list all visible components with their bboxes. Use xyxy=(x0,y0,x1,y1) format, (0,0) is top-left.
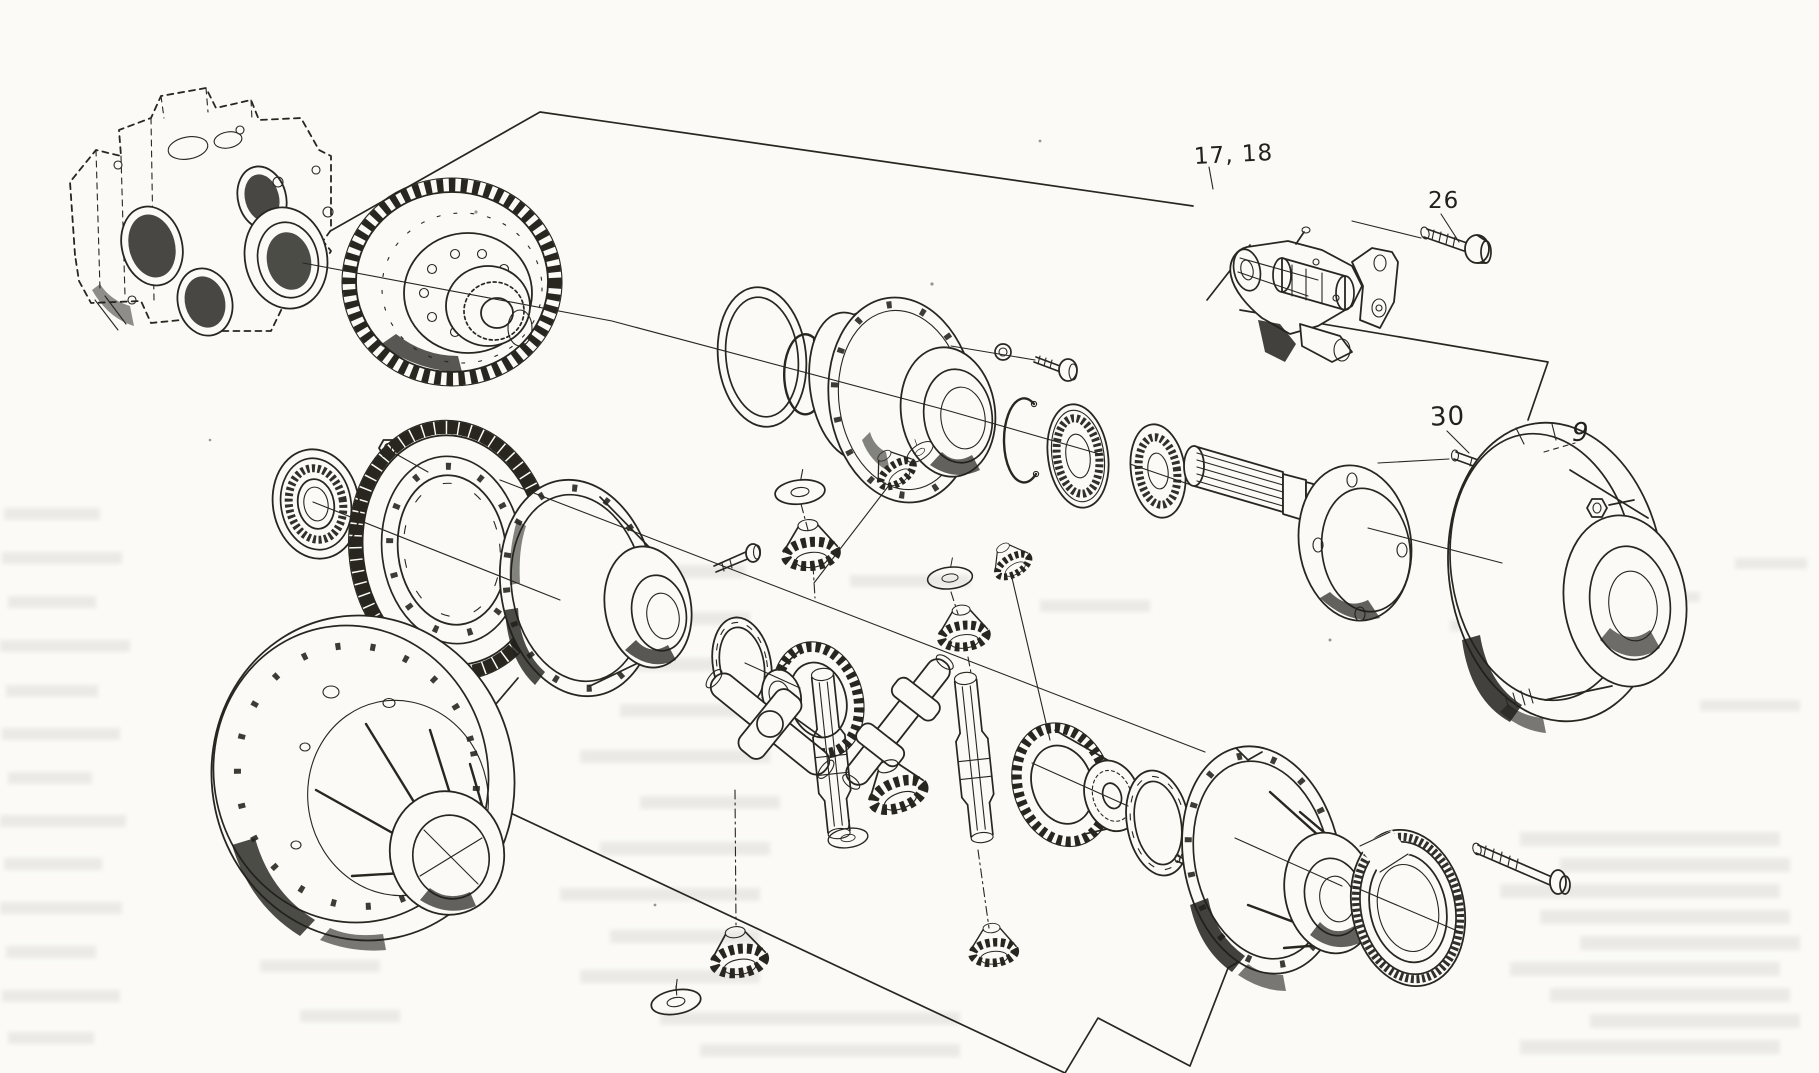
differential-spider xyxy=(705,669,835,779)
pinion-carrier-arm xyxy=(842,654,954,790)
oil-seal xyxy=(1129,423,1187,519)
bearing-carrier xyxy=(808,296,997,504)
diff-pinion xyxy=(985,535,1035,583)
bearing-right xyxy=(1349,828,1467,988)
pinion-shaft-2 xyxy=(948,669,1000,846)
output-shaft-flange xyxy=(1183,445,1413,622)
flange-nut xyxy=(1586,498,1635,518)
diff-case-right xyxy=(1181,745,1377,991)
callout-17-18: 17, 18 xyxy=(1193,139,1274,171)
thrust-washer xyxy=(825,817,870,851)
callout-30: 30 xyxy=(1429,401,1466,433)
carrier-washer xyxy=(994,343,1012,361)
diff-pinion xyxy=(968,921,1017,966)
hydraulic-pump xyxy=(1229,226,1399,363)
carrier-bolt xyxy=(1033,355,1078,382)
center-lines xyxy=(302,220,1503,999)
diff-case-left xyxy=(498,478,693,698)
hub-drum xyxy=(210,614,516,951)
diff-pinion xyxy=(936,603,989,651)
callout-9: 9 xyxy=(1572,418,1590,448)
retaining-ring-2 xyxy=(1002,397,1040,484)
brake-drum-housing xyxy=(1447,421,1688,733)
scan-specks xyxy=(208,139,1332,907)
thrust-washer xyxy=(771,466,827,508)
taper-roller-bearing xyxy=(1046,403,1110,509)
shim-ring xyxy=(716,286,808,428)
case-bolt xyxy=(713,543,762,573)
callout-26: 26 xyxy=(1428,188,1460,214)
gearbox-housing xyxy=(69,87,334,337)
callout-leaders xyxy=(1208,166,1576,454)
ball-bearing-left xyxy=(271,448,361,560)
long-bolt xyxy=(1472,842,1571,895)
hex-bolt xyxy=(1420,226,1492,264)
drive-gear-hub xyxy=(341,177,563,387)
